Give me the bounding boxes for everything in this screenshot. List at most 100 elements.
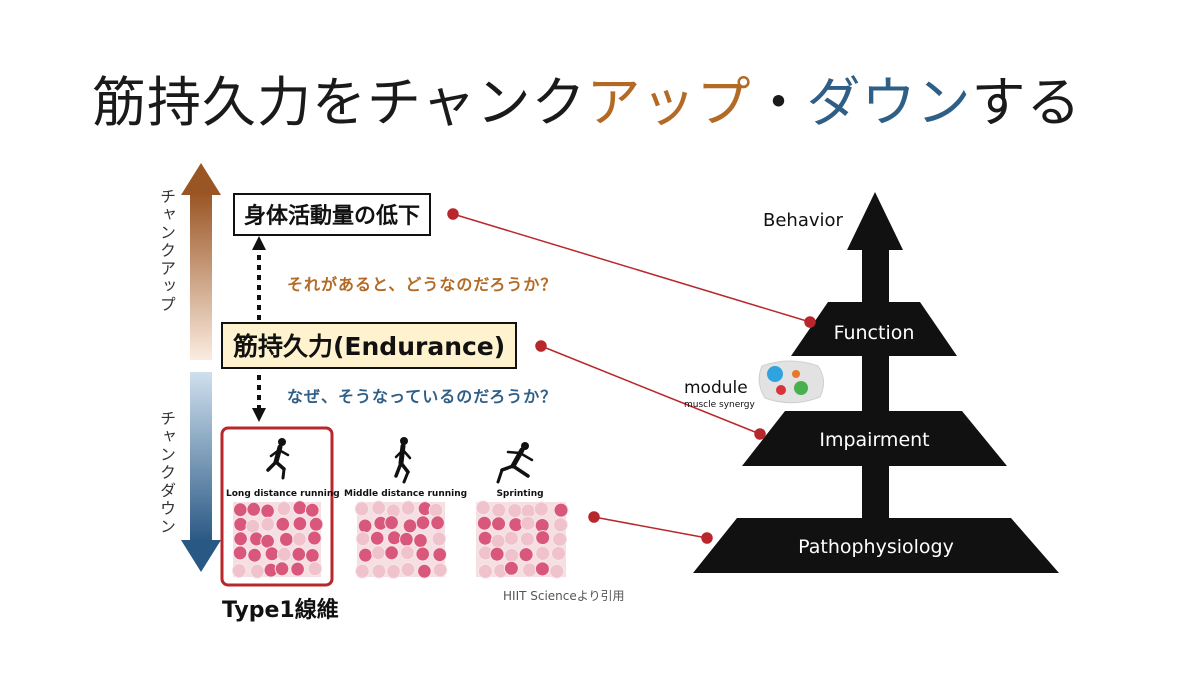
- muscle-fiber: [519, 531, 535, 547]
- muscle-fiber: [264, 546, 280, 562]
- muscle-fiber: [371, 500, 387, 516]
- muscle-fiber: [358, 547, 373, 563]
- middle-distance-runner-icon: [394, 437, 412, 484]
- muscle-fiber: [432, 547, 448, 563]
- muscle-fiber: [246, 501, 261, 517]
- connector-fiber-pathophysiology: [593, 516, 708, 539]
- muscle-synergy-label: muscle synergy: [684, 400, 755, 410]
- muscle-fiber: [553, 517, 568, 533]
- muscle-fiber: [355, 531, 371, 547]
- connector-endurance-impairment: [540, 345, 761, 435]
- muscle-fiber: [402, 518, 418, 534]
- muscle-fiber: [292, 531, 307, 547]
- muscle-fiber: [491, 516, 507, 532]
- connectors: [447, 208, 816, 544]
- muscle-fiber: [232, 545, 248, 561]
- muscle-fiber: [431, 531, 447, 547]
- connector-dot: [535, 340, 547, 352]
- muscle-fiber: [307, 561, 323, 577]
- muscle-fiber: [400, 545, 415, 561]
- muscle-fiber: [552, 531, 568, 547]
- chunk-down-label: チャンクダウン: [157, 410, 176, 536]
- muscle-fiber: [415, 546, 431, 562]
- muscle-fiber: [400, 562, 416, 577]
- sprinter-icon: [496, 442, 534, 484]
- muscle-fiber: [549, 563, 565, 579]
- slide-title: 筋持久力をチャンクアップ・ダウンする: [92, 58, 1081, 137]
- dotted-down-arrow: [252, 375, 266, 422]
- muscle-fiber: [305, 548, 320, 563]
- muscle-fiber: [417, 563, 432, 579]
- muscle-fiber: [477, 563, 493, 579]
- connector-dot: [754, 428, 766, 440]
- muscle-fiber: [533, 501, 549, 517]
- muscle-fiber: [430, 515, 445, 531]
- muscle-fiber: [247, 547, 262, 563]
- muscle-fiber: [355, 563, 370, 579]
- connector-activity-function: [452, 213, 811, 323]
- muscle-fiber: [399, 531, 414, 547]
- muscle-fiber: [489, 546, 505, 562]
- dotted-up-arrow: [252, 236, 266, 320]
- pyramid-top-arrow: [847, 192, 903, 250]
- pyramid-level-function: [791, 302, 957, 356]
- runner-label-middle: Middle distance running: [344, 489, 468, 499]
- pyramid-behavior-label: Behavior: [763, 210, 843, 231]
- type1-fiber-label: Type1線維: [222, 598, 339, 623]
- muscle-fiber: [551, 545, 566, 561]
- muscle-fiber: [233, 502, 248, 518]
- muscle-fiber: [476, 515, 492, 531]
- muscle-fiber: [475, 500, 491, 516]
- muscle-fiber: [279, 531, 294, 547]
- muscle-fiber: [371, 563, 387, 579]
- muscle-fiber: [507, 503, 523, 519]
- muscle-fiber: [384, 515, 399, 531]
- fiber-image-sprint: [475, 500, 569, 579]
- pyramid-stem-low: [862, 462, 889, 522]
- muscle-fiber: [432, 562, 448, 578]
- muscle-fiber: [231, 563, 247, 579]
- muscle-fiber: [413, 533, 428, 548]
- muscle-fiber: [276, 501, 292, 517]
- muscle-fiber: [387, 530, 402, 546]
- title-part2: する: [971, 71, 1082, 134]
- muscle-fiber: [291, 546, 307, 562]
- muscle-fiber: [503, 530, 519, 546]
- muscle-fiber: [520, 515, 536, 531]
- module-dots-icon: [758, 360, 824, 404]
- muscle-fiber: [277, 546, 292, 562]
- pyramid-stem-mid: [862, 350, 889, 420]
- muscle-fiber: [305, 502, 320, 518]
- muscle-fiber: [477, 530, 493, 546]
- muscle-fiber: [260, 516, 276, 532]
- muscle-fiber-images: [231, 500, 569, 579]
- title-part1: 筋持久力をチャンク: [92, 71, 587, 134]
- chunk-up-question: それがあると、どうなのだろうか？: [287, 275, 558, 294]
- muscle-fiber: [534, 561, 550, 577]
- chunk-up-arrow: [181, 163, 221, 360]
- muscle-fiber: [535, 530, 551, 546]
- chunk-up-label: チャンクアップ: [157, 188, 176, 314]
- muscle-fiber: [249, 563, 265, 579]
- fiber-image-middle: [354, 500, 448, 579]
- muscle-fiber: [275, 516, 291, 532]
- muscle-fiber: [428, 502, 444, 518]
- muscle-fiber: [357, 518, 373, 534]
- muscle-fiber: [260, 503, 275, 519]
- pyramid-function-label: Function: [833, 322, 915, 344]
- pyramid-level-impairment: [742, 411, 1007, 466]
- muscle-fiber: [292, 516, 308, 532]
- muscle-fiber: [522, 562, 538, 578]
- runner-label-long: Long distance running: [226, 489, 340, 499]
- muscle-fiber: [503, 560, 519, 576]
- muscle-fiber: [400, 500, 416, 516]
- fiber-image-long: [231, 500, 324, 579]
- muscle-fiber: [518, 547, 534, 563]
- endurance-box: 筋持久力(Endurance): [221, 322, 518, 369]
- module-label: module: [684, 378, 748, 398]
- chunk-down-question: なぜ、そうなっているのだろうか？: [287, 387, 558, 406]
- muscle-fiber: [260, 533, 275, 549]
- long-distance-runner-icon: [266, 438, 290, 480]
- chunk-down-arrow: [181, 372, 221, 572]
